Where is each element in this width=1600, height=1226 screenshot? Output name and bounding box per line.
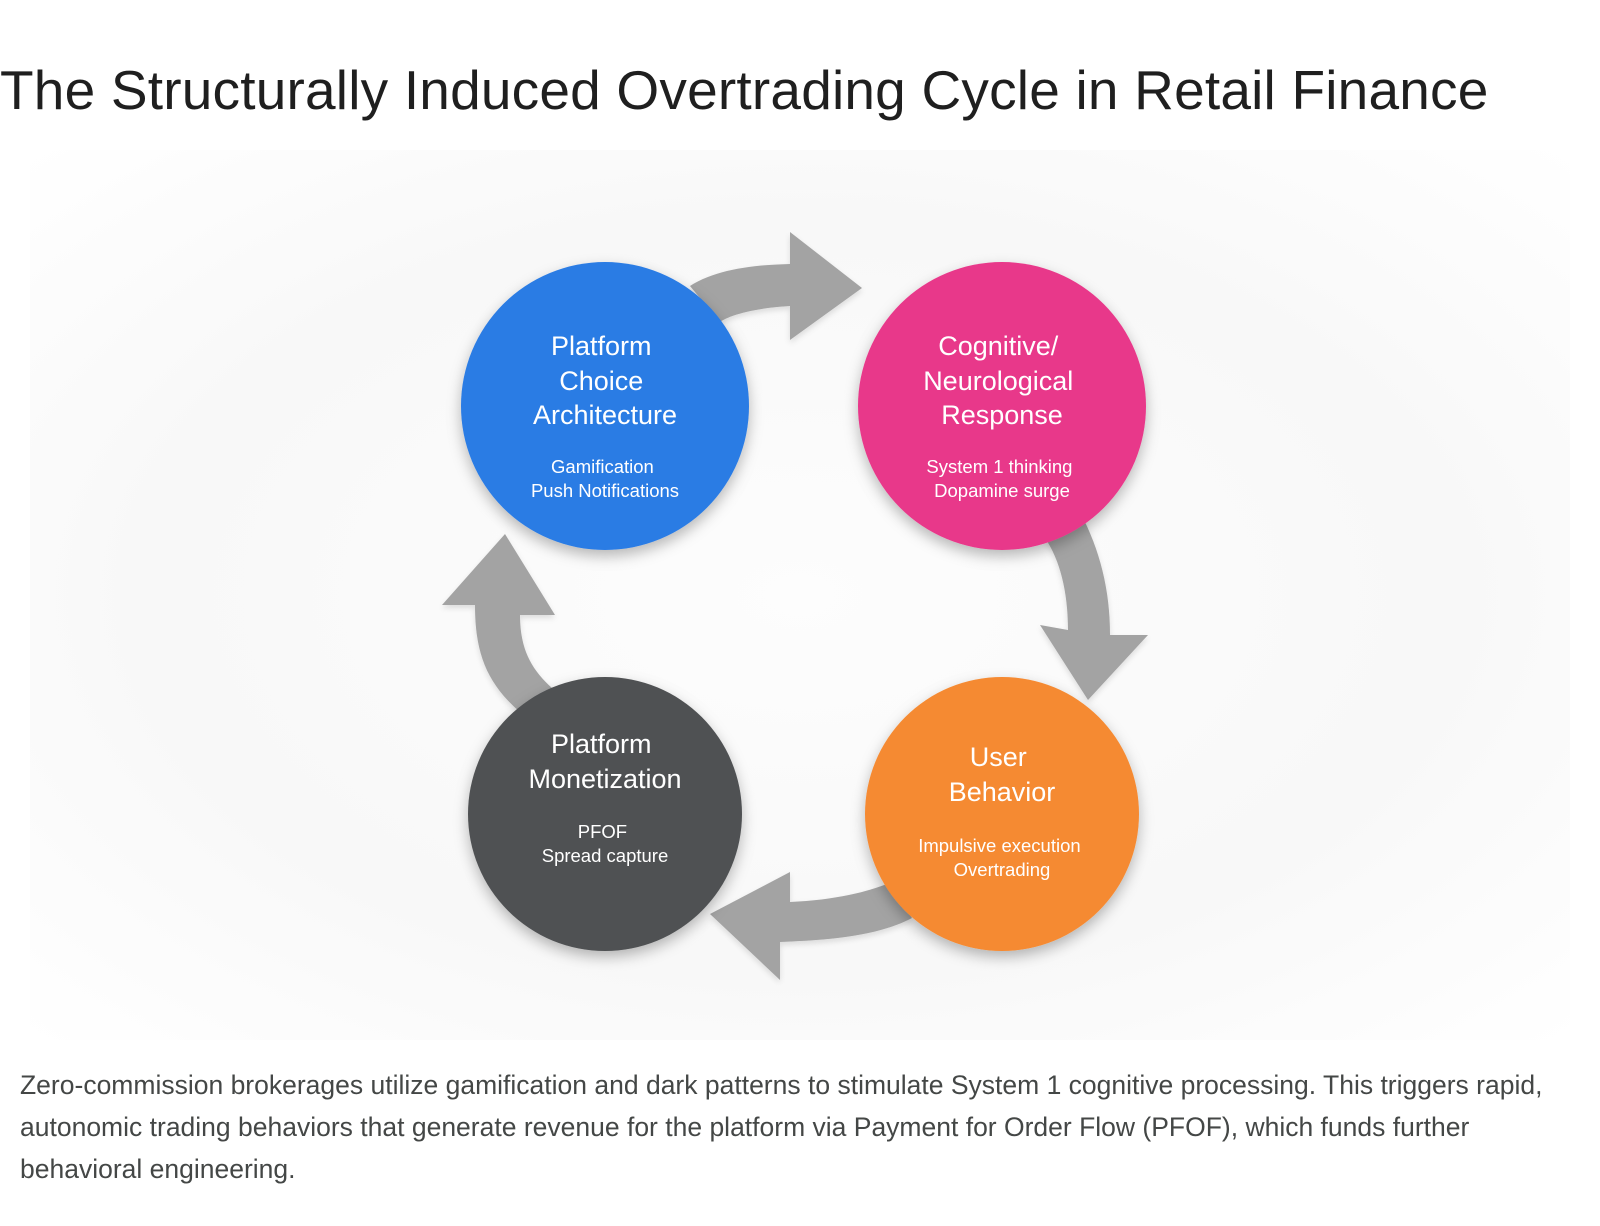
node-detail-line: Overtrading (954, 859, 1051, 880)
svg-text:Gamification Push Notifi: Gamification Push Notifications (531, 456, 679, 501)
svg-text:User Behavior: User Behavior (949, 742, 1056, 807)
node-title-line: Cognitive/ (938, 331, 1059, 361)
node-cognitive-neurological-response: Cognitive/ Neurological Response System … (858, 262, 1146, 550)
arrow-left-shape (442, 534, 555, 712)
node-detail-line: System 1 thinking (926, 456, 1072, 477)
svg-text:Impulsive execution Over: Impulsive execution Overtrading (918, 835, 1086, 880)
node-user-behavior: User Behavior Impulsive execution Overtr… (865, 677, 1139, 951)
node-title-line: Platform (551, 729, 652, 759)
arrow-right-shape (1040, 512, 1148, 700)
node-detail-line: Spread capture (542, 845, 669, 866)
node-platform-monetization: Platform Monetization PFOF Spread captur… (468, 677, 742, 951)
node-title-line: Architecture (533, 400, 677, 430)
node-title-line: Choice (559, 366, 643, 396)
node-detail-line: Dopamine surge (934, 480, 1070, 501)
node-detail-line: PFOF (578, 821, 627, 842)
node-title-line: User (970, 742, 1027, 772)
figure-caption: Zero-commission brokerages utilize gamif… (20, 1070, 1543, 1184)
node-detail-line: Push Notifications (531, 480, 679, 501)
svg-text:PFOF Spread capture: PFOF Spread capture (542, 821, 669, 866)
node-title-line: Neurological (923, 366, 1073, 396)
node-platform-choice-architecture: Platform Choice Architecture Gamificatio… (461, 262, 749, 550)
node-title-line: Platform (551, 331, 652, 361)
node-circle-orange (865, 677, 1139, 951)
page-title: The Structurally Induced Overtrading Cyc… (0, 59, 1489, 121)
node-title-line: Behavior (949, 777, 1056, 807)
svg-text:Platform Choice Ar: Platform Choice Architecture (533, 331, 677, 430)
node-circle-blue (461, 262, 749, 550)
node-title-line: Response (941, 400, 1063, 430)
node-detail-line: Impulsive execution (918, 835, 1080, 856)
svg-text:Platform Monetization: Platform Monetization (528, 729, 681, 794)
node-circle-gray (468, 677, 742, 951)
node-detail-line: Gamification (551, 456, 654, 477)
arrow-bottom-shape (710, 872, 912, 980)
svg-text:Cognitive/ Neurological: Cognitive/ Neurological Response (923, 331, 1081, 430)
node-circle-pink (858, 262, 1146, 550)
arrow-top-shape (690, 232, 862, 340)
arrow-left (442, 534, 555, 712)
arrow-top (690, 232, 862, 340)
svg-text:System 1 thinking Dopami: System 1 thinking Dopamine surge (926, 456, 1077, 501)
node-title-line: Monetization (528, 764, 681, 794)
arrow-bottom (710, 872, 912, 980)
arrow-right (1040, 512, 1148, 700)
